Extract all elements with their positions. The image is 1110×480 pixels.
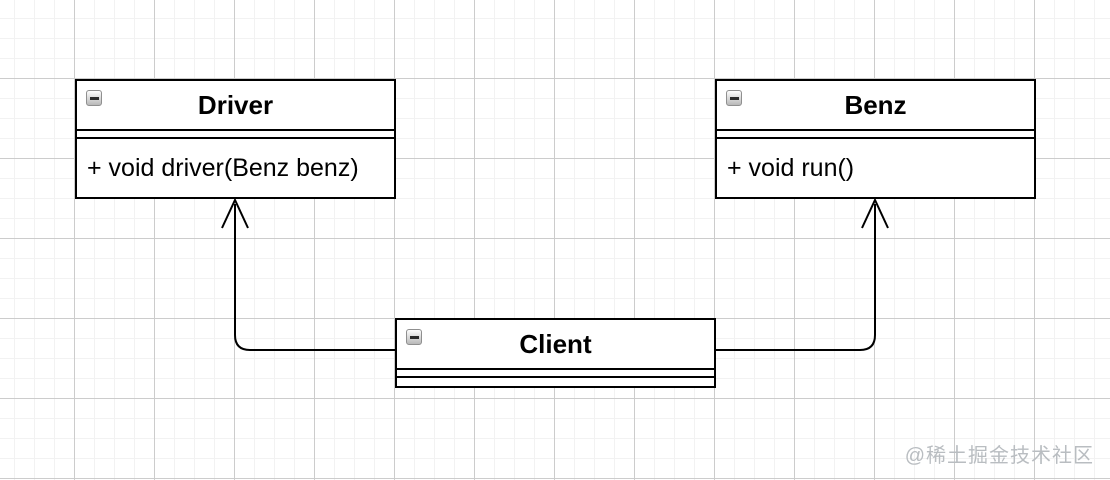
watermark: @稀土掘金技术社区 bbox=[904, 445, 1094, 467]
methods-compartment[interactable]: + void driver(Benz benz) bbox=[77, 139, 394, 197]
collapse-toggle-button[interactable] bbox=[726, 90, 742, 106]
methods-compartment[interactable]: + void run() bbox=[717, 139, 1034, 197]
attributes-compartment[interactable] bbox=[397, 370, 714, 378]
minus-icon bbox=[89, 96, 99, 100]
attributes-compartment[interactable] bbox=[77, 131, 394, 139]
open-arrowhead-driver-icon bbox=[221, 197, 249, 229]
class-name-label: Benz bbox=[844, 89, 907, 120]
class-box-driver[interactable]: Driver + void driver(Benz benz) bbox=[75, 79, 396, 199]
class-box-benz[interactable]: Benz + void run() bbox=[715, 79, 1036, 199]
minus-icon bbox=[409, 335, 419, 339]
method-label: + void run() bbox=[727, 153, 855, 182]
collapse-toggle-button[interactable] bbox=[86, 90, 102, 106]
class-title-bar: Benz bbox=[717, 81, 1034, 131]
dependency-arrow-client-to-driver[interactable] bbox=[234, 204, 395, 351]
attributes-compartment[interactable] bbox=[717, 131, 1034, 139]
open-arrowhead-benz-icon bbox=[861, 197, 889, 229]
method-label: + void driver(Benz benz) bbox=[87, 153, 359, 182]
dependency-arrow-client-to-benz[interactable] bbox=[715, 204, 876, 351]
class-name-label: Driver bbox=[197, 89, 274, 120]
class-box-client[interactable]: Client bbox=[395, 318, 716, 388]
collapse-toggle-button[interactable] bbox=[406, 329, 422, 345]
minus-icon bbox=[729, 96, 739, 100]
class-title-bar: Driver bbox=[77, 81, 394, 131]
class-title-bar: Client bbox=[397, 320, 714, 370]
methods-compartment[interactable] bbox=[397, 378, 714, 386]
class-name-label: Client bbox=[519, 328, 592, 359]
